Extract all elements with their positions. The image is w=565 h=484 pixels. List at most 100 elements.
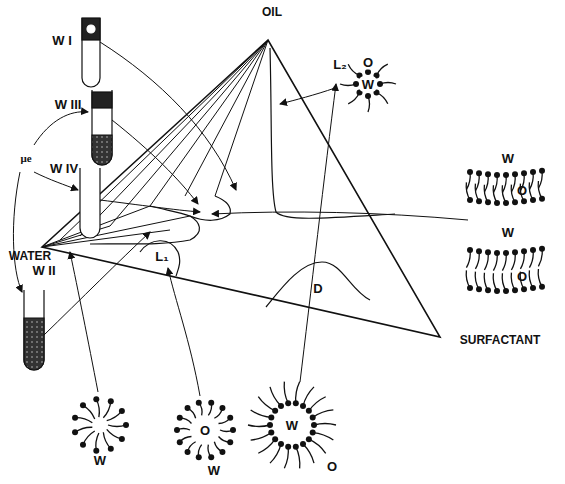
surfactant-molecule [306,408,312,414]
surfactant-molecule [72,415,78,421]
surfactant-molecule [285,400,291,406]
surfactant-molecule [512,199,518,205]
surfactant-molecule [521,170,527,176]
surfactant-molecule [296,447,300,469]
region-label: W I [50,33,74,48]
surfactant-molecule [93,396,99,402]
surfactant-molecule [196,400,202,406]
surfactant-molecule [485,287,491,293]
surfactant-molecule [219,405,225,411]
surfactant-molecule [270,387,281,406]
region-label: W II [30,263,57,278]
surfactant-molecule [476,248,482,254]
surfactant-molecule [285,444,291,450]
ternary-triangle [42,40,440,337]
surfactant-molecule [309,439,326,453]
surfactant-molecule [521,198,527,204]
surfactant-molecule [512,171,518,177]
surfactant-molecule [208,454,214,460]
surfactant-molecule [300,441,306,447]
region-label: W [206,463,222,478]
surfactant-molecule [80,402,86,408]
surfactant-molecule [251,410,272,418]
phase-boundaries [90,48,395,307]
surfactant-molecule [530,285,536,291]
surfactant-molecule [268,430,274,436]
surfactant-molecule [476,170,482,176]
surfactant-molecule [258,397,275,411]
surfactant-molecule [303,444,314,463]
region-label: W [500,151,516,166]
surfactant-molecule [296,382,300,404]
surfactant-molecule [219,449,225,455]
surfactant-molecule [119,408,125,414]
surfactant-molecule [539,196,545,202]
surfactant-molecule [108,446,114,452]
surfactant-molecule [196,454,202,460]
surfactant-molecule [208,400,214,406]
region-label: O [515,183,529,198]
surfactant-molecule [227,415,233,421]
surfactant-molecule [293,444,299,450]
region-label: SURFACTANT [458,333,542,347]
region-label: W [92,453,108,468]
surfactant-molecule [284,447,288,469]
region-label: O [361,55,375,70]
surfactant-molecule [108,398,114,404]
surfactant-molecule [185,449,191,455]
region-label: WATER [7,249,53,263]
surfactant-molecule [512,287,518,293]
region-label: W [500,225,516,240]
region-label: D [311,281,324,296]
surfactant-molecule [494,200,500,206]
surfactant-molecule [278,441,284,447]
surfactant-molecule [476,198,482,204]
surfactant-molecule [177,415,183,421]
region-label: W [284,418,300,433]
surfactant-molecule [300,403,306,409]
surfactant-molecule [309,397,326,411]
surfactant-molecule [377,81,383,87]
surfactant-molecule [521,248,527,254]
surfactant-molecule [278,403,284,409]
surfactant-molecule [530,197,536,203]
surfactant-molecule [306,436,312,442]
surfactant-molecule [467,169,473,175]
surfactant-molecule [313,410,334,418]
surfactant-molecule [494,288,500,294]
surfactant-molecule [503,172,509,178]
surfactant-molecule [365,69,371,75]
surfactant-molecule [365,93,371,99]
test-tubes [24,18,112,370]
surfactant-molecule [485,199,491,205]
surfactant-molecule [272,408,278,414]
surfactant-molecule [539,284,545,290]
surfactant-molecule [272,436,278,442]
region-label: W IV [48,161,80,176]
surfactant-molecule [230,427,236,433]
region-label: OIL [260,5,284,19]
surfactant-molecule [503,288,509,294]
region-label: W III [53,97,84,112]
surfactant-molecules [72,56,545,468]
surfactant-molecule [311,422,317,428]
surfactant-molecule [521,286,527,292]
surfactant-molecule [227,439,233,445]
surfactant-molecule [530,169,536,175]
surfactant-molecule [503,200,509,206]
surfactant-molecule [177,439,183,445]
region-label: μe [18,152,33,165]
region-label: W [360,77,376,92]
region-label: L₂ [331,57,349,72]
surfactant-molecule [270,444,281,463]
surfactant-molecule [251,433,272,441]
leader-arrows [13,42,468,396]
surfactant-molecule [485,171,491,177]
surfactant-molecule [174,427,180,433]
region-label: O [515,269,529,284]
surfactant-molecule [353,81,359,87]
region-label: O [325,459,339,474]
surfactant-molecule [293,400,299,406]
